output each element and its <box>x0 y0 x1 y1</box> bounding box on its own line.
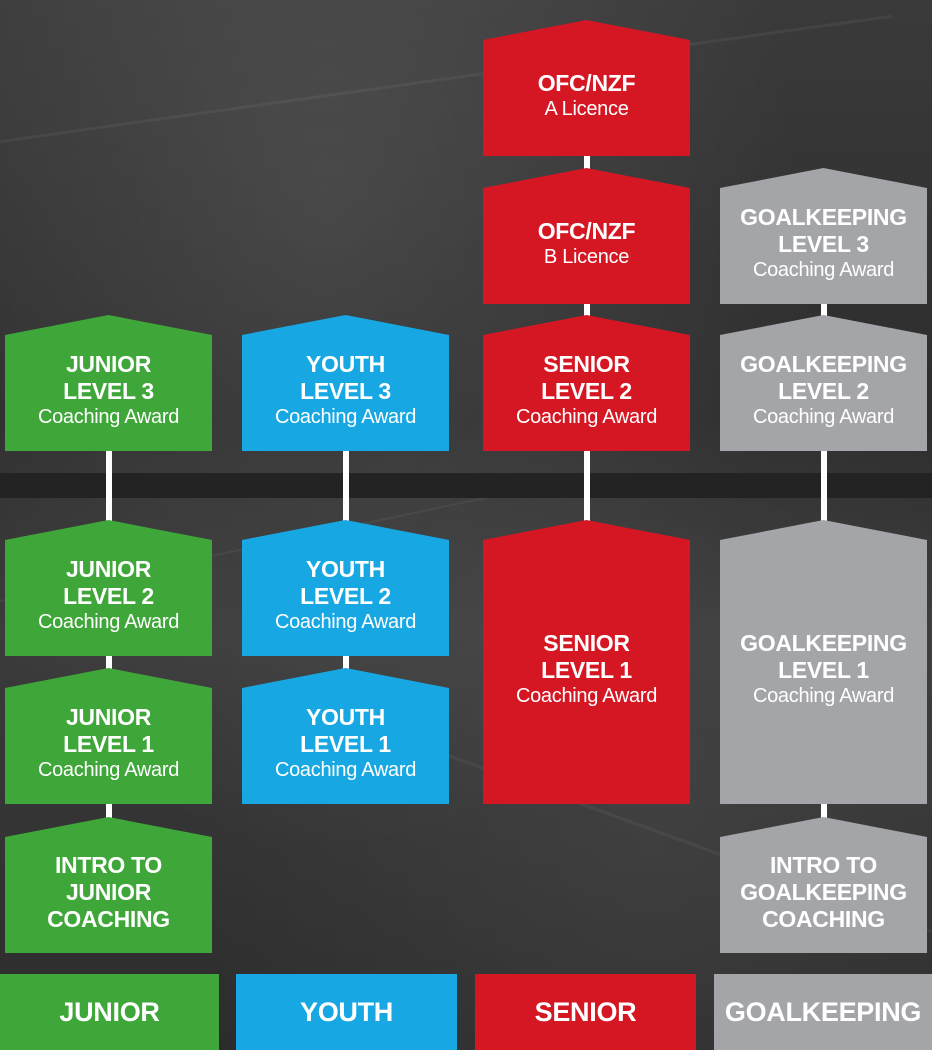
box-subtitle: Coaching Award <box>515 685 658 707</box>
box-title: INTRO TO JUNIOR COACHING <box>47 851 170 932</box>
box-subtitle: A Licence <box>544 97 629 120</box>
box-title: GOALKEEPING LEVEL 3 <box>740 204 907 257</box>
legend-junior: JUNIOR <box>0 974 219 1050</box>
box-title: GOALKEEPING LEVEL 2 <box>740 351 907 404</box>
box-title: SENIOR LEVEL 1 <box>541 630 632 683</box>
junior-level-1-box: JUNIOR LEVEL 1 Coaching Award <box>5 668 212 804</box>
box-title: JUNIOR LEVEL 2 <box>63 556 154 609</box>
box-title: YOUTH LEVEL 1 <box>300 704 391 757</box>
box-subtitle: Coaching Award <box>37 406 180 428</box>
box-subtitle: Coaching Award <box>752 685 895 707</box>
goalkeeping-connector-2-1 <box>821 445 827 545</box>
goalkeeping-level-2-box: GOALKEEPING LEVEL 2 Coaching Award <box>720 315 927 451</box>
box-title: OFC/NZF <box>537 217 636 244</box>
box-title: OFC/NZF <box>537 69 636 96</box>
background-line <box>0 14 892 143</box>
box-subtitle: Coaching Award <box>37 759 180 781</box>
ofc-nzf-b-licence-box: OFC/NZF B Licence <box>483 168 690 304</box>
legend-senior: SENIOR <box>475 974 696 1050</box>
box-title: INTRO TO GOALKEEPING COACHING <box>740 851 907 932</box>
youth-level-2-box: YOUTH LEVEL 2 Coaching Award <box>242 520 449 656</box>
box-subtitle: Coaching Award <box>274 406 417 428</box>
box-subtitle: Coaching Award <box>752 259 895 281</box>
junior-level-3-box: JUNIOR LEVEL 3 Coaching Award <box>5 315 212 451</box>
junior-level-2-box: JUNIOR LEVEL 2 Coaching Award <box>5 520 212 656</box>
box-title: GOALKEEPING LEVEL 1 <box>740 630 907 683</box>
box-subtitle: Coaching Award <box>37 611 180 633</box>
intro-goalkeeping-coaching-box: INTRO TO GOALKEEPING COACHING <box>720 817 927 953</box>
box-title: SENIOR LEVEL 2 <box>541 351 632 404</box>
youth-connector-3-2 <box>343 445 349 530</box>
box-title: JUNIOR LEVEL 1 <box>63 704 154 757</box>
box-subtitle: B Licence <box>543 245 630 268</box>
box-title: YOUTH LEVEL 2 <box>300 556 391 609</box>
youth-level-3-box: YOUTH LEVEL 3 Coaching Award <box>242 315 449 451</box>
box-title: JUNIOR LEVEL 3 <box>63 351 154 404</box>
legend-goalkeeping: GOALKEEPING <box>714 974 932 1050</box>
ofc-nzf-a-licence-box: OFC/NZF A Licence <box>483 20 690 156</box>
youth-level-1-box: YOUTH LEVEL 1 Coaching Award <box>242 668 449 804</box>
junior-connector-3-2 <box>106 445 112 530</box>
box-title: YOUTH LEVEL 3 <box>300 351 391 404</box>
senior-connector-2-1 <box>584 445 590 545</box>
goalkeeping-level-3-box: GOALKEEPING LEVEL 3 Coaching Award <box>720 168 927 304</box>
goalkeeping-level-1-box: GOALKEEPING LEVEL 1 Coaching Award <box>720 520 927 804</box>
box-subtitle: Coaching Award <box>274 759 417 781</box>
intro-junior-coaching-box: INTRO TO JUNIOR COACHING <box>5 817 212 953</box>
background-band <box>0 473 932 498</box>
senior-level-1-box: SENIOR LEVEL 1 Coaching Award <box>483 520 690 804</box>
senior-level-2-box: SENIOR LEVEL 2 Coaching Award <box>483 315 690 451</box>
legend-youth: YOUTH <box>236 974 457 1050</box>
box-subtitle: Coaching Award <box>752 406 895 428</box>
box-subtitle: Coaching Award <box>274 611 417 633</box>
box-subtitle: Coaching Award <box>515 406 658 428</box>
